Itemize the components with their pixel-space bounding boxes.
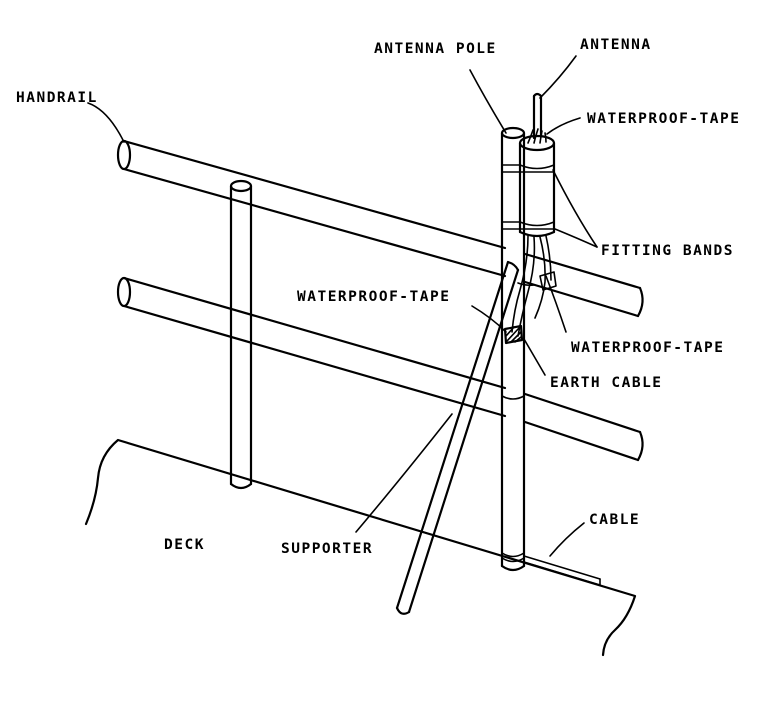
- supporter: [397, 262, 518, 614]
- base-cable: [524, 556, 600, 585]
- label-handrail: HANDRAIL: [16, 90, 98, 106]
- label-cable: CABLE: [589, 512, 640, 528]
- label-deck: DECK: [164, 537, 205, 553]
- label-earth-cable: EARTH CABLE: [550, 375, 663, 391]
- labels: ANTENNA POLE ANTENNA HANDRAIL WATERPROOF…: [16, 37, 740, 557]
- label-fitting-bands: FITTING BANDS: [601, 243, 734, 259]
- waterproof-tape-lower: [505, 326, 522, 343]
- label-waterproof-tape-right: WATERPROOF-TAPE: [571, 340, 724, 356]
- leader-lines: [88, 56, 597, 556]
- label-supporter: SUPPORTER: [281, 541, 373, 557]
- label-antenna: ANTENNA: [580, 37, 652, 53]
- label-antenna-pole: ANTENNA POLE: [374, 41, 497, 57]
- label-waterproof-tape-top: WATERPROOF-TAPE: [587, 111, 740, 127]
- antenna-body: [503, 129, 554, 236]
- stanchion: [231, 181, 251, 488]
- label-waterproof-tape-left: WATERPROOF-TAPE: [297, 289, 450, 305]
- handrail-middle: [118, 278, 643, 460]
